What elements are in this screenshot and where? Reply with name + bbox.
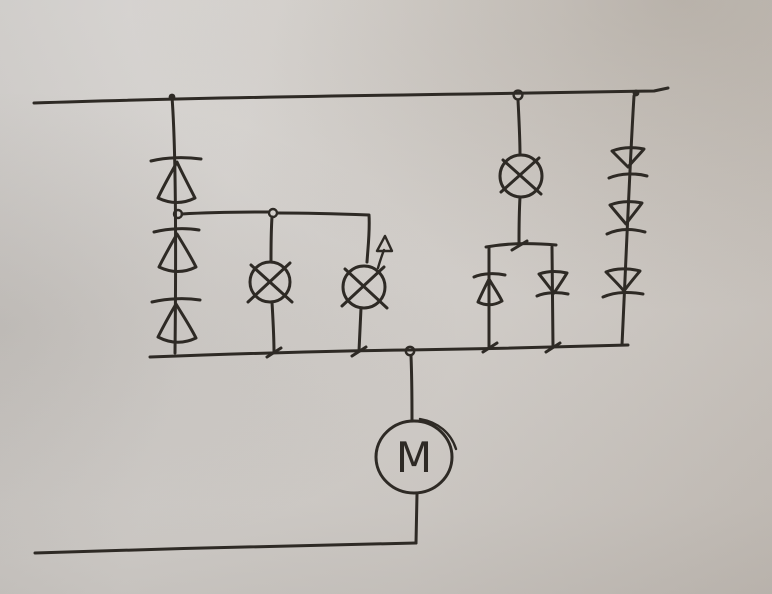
lamp-icon	[340, 264, 389, 310]
junction-node	[544, 341, 562, 354]
junction-node	[350, 345, 368, 358]
diode-up-icon	[149, 156, 203, 204]
diode-up-icon	[472, 272, 507, 307]
lamp-diode-branch	[472, 98, 570, 349]
diode-down-icon	[607, 146, 649, 180]
diode-down-icon	[535, 270, 570, 298]
junction-node	[267, 207, 279, 219]
motor-icon: M	[374, 417, 458, 495]
right-diode-branch	[601, 94, 649, 347]
motor-label: M	[396, 433, 432, 482]
diode-down-icon	[601, 267, 645, 299]
junction-node	[510, 239, 529, 252]
top-rail-wire	[32, 86, 670, 105]
motor-branch: M	[374, 354, 458, 545]
junction-node	[265, 346, 283, 359]
lamp-pair-branch	[180, 207, 394, 354]
middle-rail-wire	[148, 341, 630, 359]
diode-up-icon	[152, 227, 201, 273]
bottom-rail-wire	[33, 541, 418, 555]
lamp-icon	[246, 260, 294, 304]
lamp-icon	[498, 153, 544, 199]
left-diode-branch	[149, 95, 203, 355]
junction-node	[481, 341, 499, 354]
diode-up-icon	[150, 297, 202, 344]
arrow-up-icon	[375, 234, 394, 270]
diode-down-icon	[605, 200, 647, 236]
